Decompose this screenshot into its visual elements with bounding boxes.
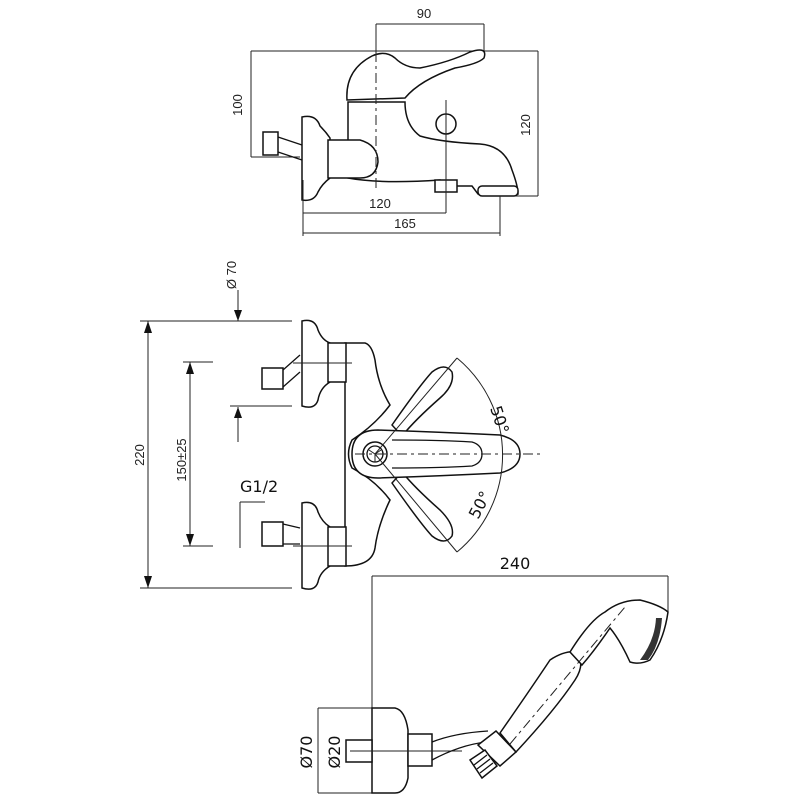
dim-lines-bottom (302, 180, 501, 236)
dim-flange-diameter: Ø 70 (224, 261, 239, 289)
inlet-connector (262, 131, 279, 156)
lower-inlet (261, 521, 284, 547)
inlet-centerlines (293, 362, 352, 547)
angle-lines (374, 357, 458, 553)
dim-line-220 (140, 320, 292, 589)
wall-flange (301, 115, 331, 202)
arrow-down-icon (234, 310, 242, 321)
dim-shower-flange-diameter: Ø70 (297, 736, 316, 769)
spout-body (347, 101, 519, 195)
arrow-up-icon (234, 407, 242, 418)
upper-flange (301, 319, 331, 408)
thread-label: G1/2 (240, 477, 278, 496)
dim-shower-inner-diameter: Ø20 (325, 736, 344, 769)
front-view: Ø 70 220 150±25 G1/2 50° 50° (132, 261, 540, 590)
dim-220: 220 (132, 444, 147, 466)
angle-upper: 50° (486, 403, 513, 436)
dim-100: 100 (230, 94, 245, 116)
thread-bracket (239, 501, 265, 548)
thread-lines (473, 754, 494, 774)
spout-aerator (477, 185, 519, 197)
inlet-pipe (277, 136, 303, 161)
nut (327, 139, 379, 179)
shower-nut (407, 733, 433, 767)
dim-box-70 (317, 707, 372, 794)
angle-lower: 50° (465, 488, 495, 522)
inlet-pipes (282, 354, 301, 545)
lever-handle (346, 49, 486, 101)
dim-line-150 (183, 361, 213, 547)
lever-handle-front (351, 429, 521, 479)
dim-90: 90 (417, 6, 431, 21)
top-view: 90 100 120 120 165 (230, 6, 539, 236)
upper-inlet (261, 367, 284, 390)
dim-165: 165 (394, 216, 416, 231)
shower-axis (509, 606, 626, 745)
dim-150-25: 150±25 (174, 438, 189, 481)
shower-head (569, 599, 669, 667)
dim-120-bottom: 120 (369, 196, 391, 211)
lever-upper-ghost (391, 366, 454, 438)
dim-240: 240 (500, 554, 531, 573)
lever-lower-ghost (391, 470, 454, 542)
shower-handle (499, 650, 582, 754)
mixer-body (344, 342, 391, 567)
shower-face (640, 618, 662, 660)
dim-120-right: 120 (518, 114, 533, 136)
dim-line-height (250, 50, 539, 197)
angle-arc (456, 357, 504, 553)
shower-view: 240 Ø70 Ø20 (297, 554, 669, 794)
